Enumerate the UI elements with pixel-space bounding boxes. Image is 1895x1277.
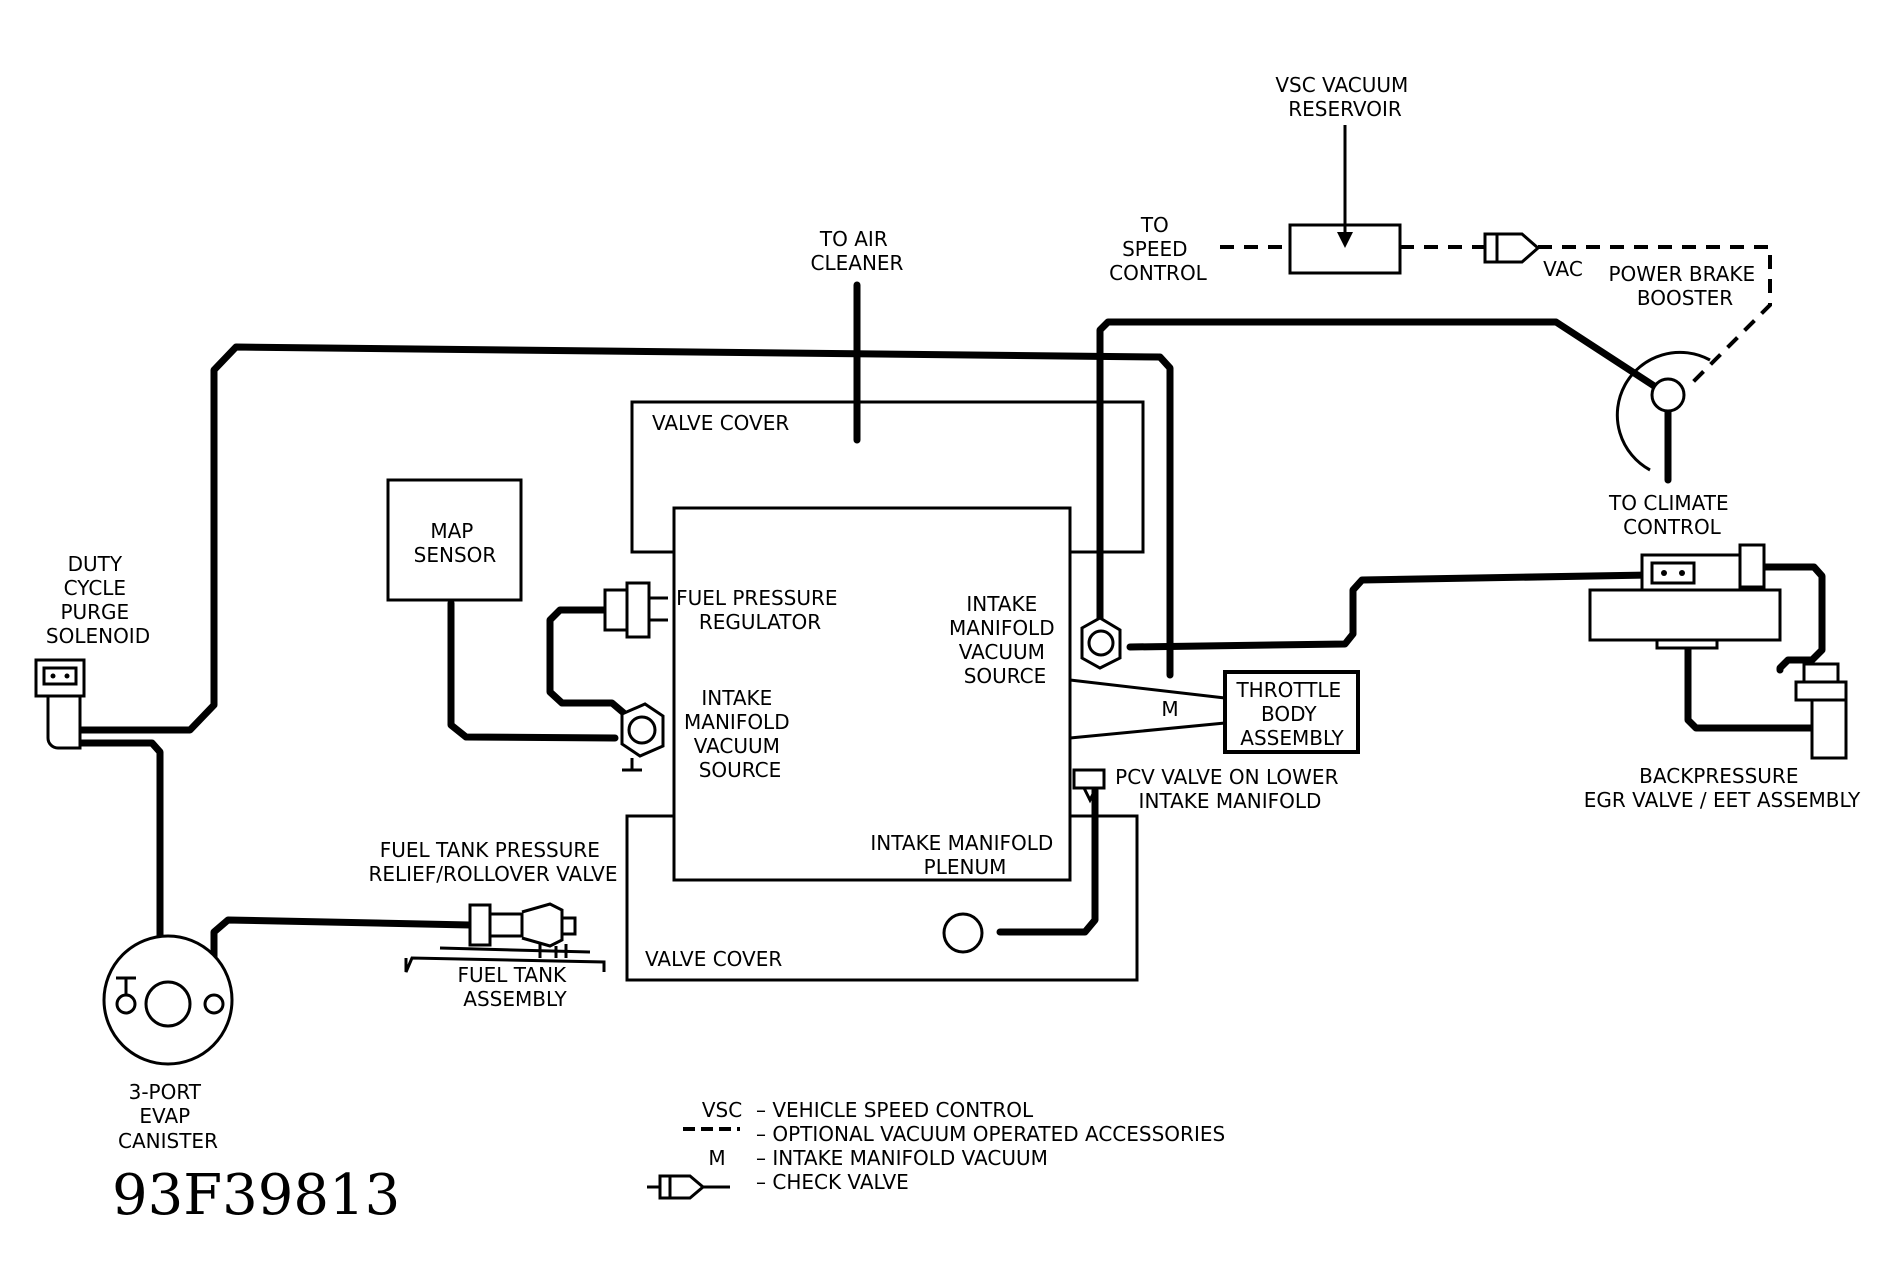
figure-id: 93F39813 — [112, 1163, 400, 1228]
label-pcv-valve: PCV VALVE ON LOWER INTAKE MANIFOLD — [1115, 765, 1345, 813]
label-map-sensor: MAP SENSOR — [414, 519, 497, 567]
label-fuel-pressure-regulator: FUEL PRESSURE REGULATOR — [676, 586, 844, 634]
legend-desc-check-valve: – CHECK VALVE — [756, 1170, 909, 1194]
legend-symbol-m: M — [708, 1146, 725, 1170]
hose-egr-side — [1756, 563, 1826, 674]
hose-manifold-to-egr — [1126, 571, 1654, 651]
hose-map-to-regulator — [447, 599, 619, 742]
legend: VSC – VEHICLE SPEED CONTROL – OPTIONAL V… — [647, 1098, 1225, 1200]
label-intake-manifold-plenum: INTAKE MANIFOLD PLENUM — [870, 831, 1059, 879]
valve-cover-top — [630, 400, 1145, 554]
fuel-pressure-regulator-fitting — [603, 581, 668, 639]
power-brake-booster — [1615, 350, 1711, 472]
duty-cycle-purge-solenoid — [34, 658, 86, 750]
label-duty-cycle-purge-solenoid: DUTY CYCLE PURGE SOLENOID — [46, 552, 150, 648]
label-power-brake-booster: POWER BRAKE BOOSTER — [1608, 262, 1761, 310]
throttle-body-assembly — [1223, 670, 1360, 754]
label-valve-cover-bottom: VALVE COVER — [645, 947, 782, 971]
intake-manifold-plenum — [672, 506, 1072, 882]
label-fuel-tank-pressure-relief: FUEL TANK PRESSURE RELIEF/ROLLOVER VALVE — [369, 838, 618, 886]
pcv-valve — [1072, 768, 1106, 804]
throttle-link-top — [1069, 678, 1226, 700]
hose-manifold-to-booster — [1096, 318, 1672, 629]
hose-canister-to-fuel-tank — [210, 916, 474, 972]
plenum-port — [942, 912, 984, 954]
legend-desc-vsc: – VEHICLE SPEED CONTROL — [756, 1098, 1034, 1122]
reservoir-arrowhead — [1337, 232, 1353, 248]
hose-egr-bottom — [1684, 636, 1824, 732]
left-vacuum-source-hex — [620, 702, 665, 772]
label-intake-manifold-vacuum-source-right: INTAKE MANIFOLD VACUUM SOURCE — [949, 592, 1061, 688]
label-m-marker: M — [1161, 697, 1178, 721]
map-sensor — [386, 478, 523, 602]
right-vacuum-source-hex — [1080, 616, 1122, 670]
label-to-speed-control: TO SPEED CONTROL — [1109, 213, 1208, 285]
legend-desc-optional: – OPTIONAL VACUUM OPERATED ACCESSORIES — [756, 1122, 1225, 1146]
evap-canister — [102, 934, 234, 1066]
hose-purge-to-manifold — [72, 343, 1174, 734]
label-to-climate-control: TO CLIMATE CONTROL — [1608, 491, 1735, 539]
label-backpressure-egr: BACKPRESSURE EGR VALVE / EET ASSEMBLY — [1584, 764, 1861, 812]
hose-pcv — [996, 786, 1099, 936]
hose-regulator-loop — [546, 606, 636, 724]
throttle-link-bottom — [1069, 721, 1226, 740]
label-vac: VAC — [1543, 257, 1583, 281]
egr-valve-assembly — [1588, 543, 1782, 650]
label-valve-cover-top: VALVE COVER — [652, 411, 789, 435]
legend-check-valve-icon — [647, 1174, 730, 1200]
vac-check-valve — [1483, 232, 1541, 264]
valve-cover-bottom — [625, 814, 1139, 982]
fuel-tank-pressure-relief-valve — [404, 902, 606, 973]
label-to-air-cleaner: TO AIR CLEANER — [811, 227, 904, 275]
label-intake-manifold-vacuum-source-left: INTAKE MANIFOLD VACUUM SOURCE — [684, 686, 796, 782]
label-fuel-tank-assembly: FUEL TANK ASSEMBLY — [457, 963, 572, 1011]
eet-sensor — [1794, 662, 1848, 760]
label-vsc-vacuum-reservoir: VSC VACUUM RESERVOIR — [1275, 73, 1414, 121]
label-evap-canister: 3-PORT EVAP CANISTER — [118, 1080, 218, 1153]
dashed-vac-to-booster — [1538, 245, 1772, 387]
label-throttle-body-assembly: THROTTLE BODY ASSEMBLY — [1235, 678, 1347, 750]
legend-symbol-vsc: VSC — [702, 1098, 742, 1122]
hose-purge-to-canister — [72, 739, 164, 949]
legend-desc-m: – INTAKE MANIFOLD VACUUM — [756, 1146, 1048, 1170]
